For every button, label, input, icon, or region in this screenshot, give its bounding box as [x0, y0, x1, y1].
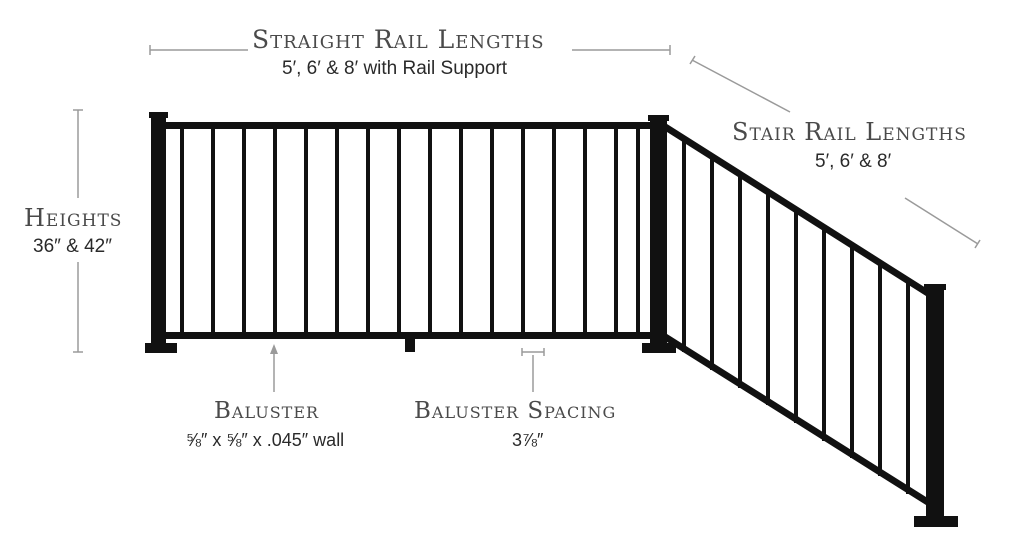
straight-balusters: [180, 128, 640, 333]
middle-post-base: [642, 343, 676, 353]
heights-title: Heights: [24, 204, 123, 232]
left-post-cap: [149, 112, 168, 118]
heights-subtitle: 36″ & 42″: [33, 236, 112, 257]
baluster-arrow-head: [270, 344, 278, 354]
left-post: [151, 115, 166, 350]
straight-rail-subtitle: 5′, 6′ & 8′ with Rail Support: [282, 58, 508, 79]
stair-top-rail: [667, 124, 926, 296]
stair-dimension-line-lower: [904, 197, 979, 245]
straight-railing: [145, 112, 676, 353]
stair-balusters: [682, 140, 910, 494]
stair-rail-title: Stair Rail Lengths: [732, 118, 967, 146]
left-post-base: [145, 343, 177, 353]
baluster-spacing-subtitle: 3⅞″: [512, 430, 544, 450]
rail-support: [405, 338, 415, 352]
stair-rail-subtitle: 5′, 6′ & 8′: [815, 151, 892, 172]
dimension-lines: [73, 45, 981, 392]
baluster-subtitle: ⅝″ x ⅝″ x .045″ wall: [186, 430, 345, 450]
straight-bottom-rail: [163, 332, 653, 339]
stair-post: [926, 287, 944, 519]
stair-post-cap: [924, 284, 946, 290]
stair-railing: [667, 124, 958, 527]
straight-rail-title: Straight Rail Lengths: [252, 25, 545, 54]
stair-dimension-line-upper: [691, 59, 791, 113]
baluster-spacing-title: Baluster Spacing: [414, 398, 617, 424]
middle-post: [650, 118, 667, 350]
straight-top-rail: [163, 122, 653, 129]
middle-post-cap: [648, 115, 669, 121]
stair-post-base: [914, 516, 958, 527]
baluster-title: Baluster: [214, 398, 320, 424]
